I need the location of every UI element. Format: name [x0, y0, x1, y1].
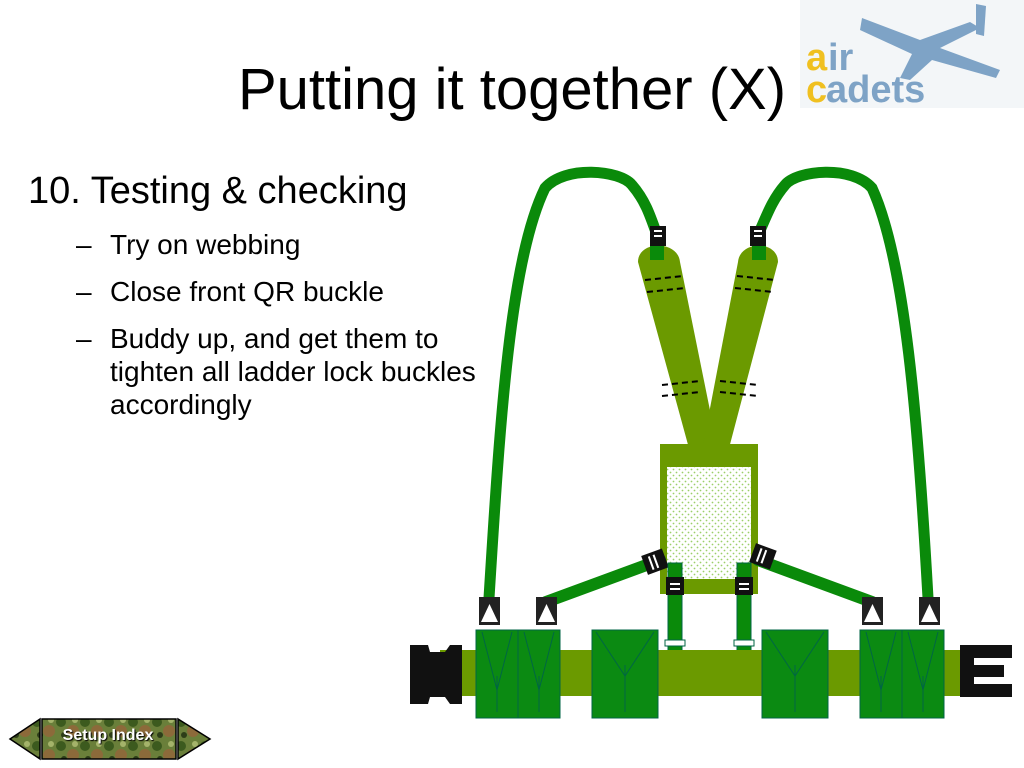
- prev-slide-arrow-icon[interactable]: [8, 717, 41, 761]
- bullet-item: – Close front QR buckle: [28, 275, 498, 308]
- bullet-dash: –: [76, 276, 92, 307]
- logo-text-c: c: [806, 69, 827, 108]
- bullet-text: Try on webbing: [110, 229, 301, 260]
- bullet-text: Close front QR buckle: [110, 276, 384, 307]
- bullet-text: Buddy up, and get them to tighten all la…: [110, 323, 476, 420]
- slide-title: Putting it together (X): [237, 57, 787, 122]
- quick-release-buckle-left: [410, 645, 462, 704]
- bullet-item: – Try on webbing: [28, 228, 498, 261]
- pouch-right-single: [761, 629, 829, 719]
- ladder-lock-buckle: [479, 597, 500, 625]
- pouch-left-double: [475, 629, 561, 719]
- right-outer-strap: [752, 166, 934, 604]
- left-side-buckle: [641, 548, 669, 575]
- left-shoulder-pad: [638, 245, 718, 452]
- ladder-lock-buckle: [919, 597, 940, 625]
- logo-text-a: a: [806, 37, 828, 79]
- bullet-dash: –: [76, 229, 92, 260]
- bullet-item: – Buddy up, and get them to tighten all …: [28, 322, 498, 421]
- mesh-panel: [667, 467, 751, 579]
- stitching: [644, 275, 776, 397]
- quick-release-buckle-right: [960, 645, 1012, 697]
- pouch-left-single: [591, 629, 659, 719]
- bullet-list: 10. Testing & checking – Try on webbing …: [28, 168, 498, 421]
- next-slide-arrow-icon[interactable]: [177, 717, 212, 761]
- left-outer-strap: [483, 166, 663, 604]
- nav-bar: [8, 717, 212, 761]
- right-side-buckle: [749, 543, 777, 570]
- logo-text-adets: adets: [826, 69, 925, 108]
- air-cadets-logo: a ir c adets: [800, 0, 1024, 108]
- pouch-right-double: [859, 629, 945, 719]
- setup-index-button[interactable]: [41, 718, 177, 760]
- bullet-heading: 10. Testing & checking: [28, 170, 408, 212]
- left-side-strap: [540, 554, 666, 608]
- ladder-lock-buckle: [536, 597, 557, 625]
- left-top-buckle: [650, 226, 666, 260]
- right-side-strap: [752, 554, 878, 608]
- logo-text-ir: ir: [828, 37, 854, 79]
- setup-index-label[interactable]: Setup Index: [62, 727, 154, 744]
- ladder-lock-buckle: [862, 597, 883, 625]
- webbing-harness-diagram: [410, 166, 1012, 719]
- bullet-dash: –: [76, 323, 92, 354]
- aircraft-icon: [860, 4, 1000, 80]
- right-top-buckle: [750, 226, 766, 260]
- right-shoulder-pad: [702, 245, 778, 452]
